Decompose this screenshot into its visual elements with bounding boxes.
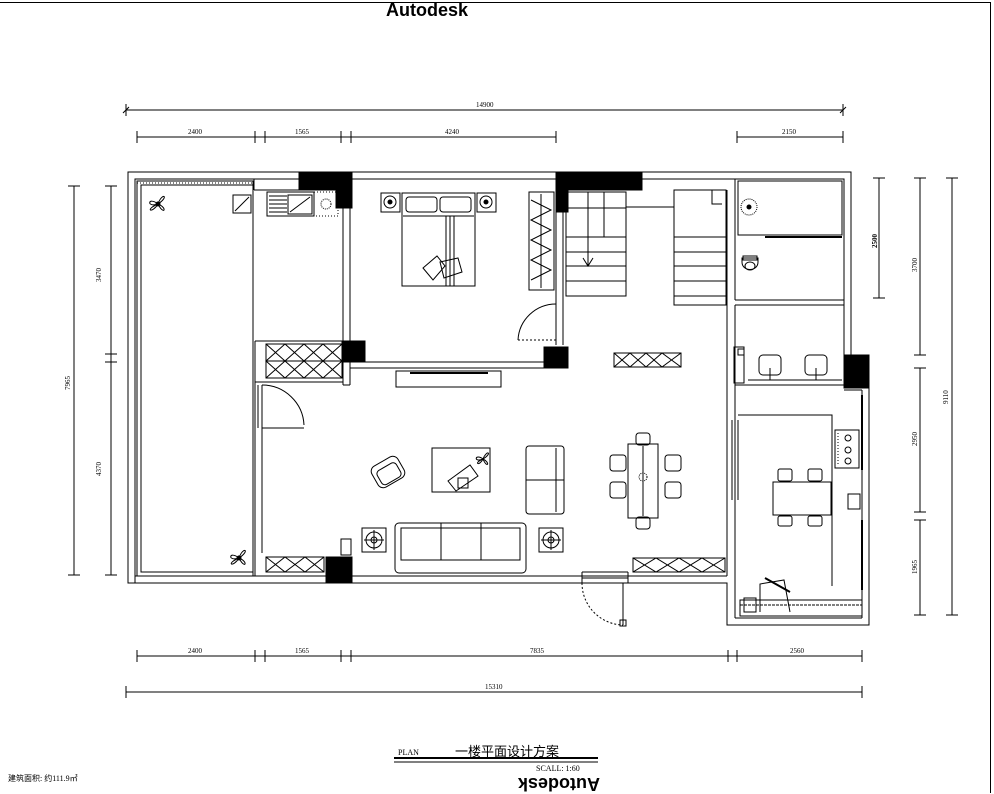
dim-top-seg-4: 2150	[782, 128, 797, 136]
watermark-top: Autodesk	[386, 0, 469, 20]
entry-door-left	[257, 384, 305, 429]
dim-bottom-seg-4: 2560	[790, 647, 805, 655]
dimension-labels: 14900 2400 1565 4240 2150 2400 1565 7835…	[64, 101, 950, 691]
interior-walls	[253, 179, 862, 576]
dim-right-mid: 3700	[911, 258, 919, 273]
dim-bottom-seg-1: 2400	[188, 647, 203, 655]
scale-label: SCALL: 1:60	[536, 764, 580, 773]
dim-right-inner-c: 1965	[911, 560, 919, 575]
staircase	[565, 189, 727, 306]
right-dimension-lines	[873, 177, 958, 616]
tv-cabinet	[395, 370, 502, 388]
dim-right-inner-a: 2500	[871, 234, 879, 249]
living-room-furniture	[340, 445, 565, 574]
sheet-border-top	[0, 2, 990, 3]
dining-set	[609, 432, 682, 530]
dim-top-seg-3: 4240	[445, 128, 460, 136]
watermark-bottom: Autodesk	[518, 774, 601, 794]
dim-top-seg-2: 1565	[295, 128, 310, 136]
sheet-border-right	[990, 2, 991, 793]
title-block-rules	[394, 757, 598, 763]
left-dimension-lines	[68, 185, 117, 576]
bathroom-fixtures	[737, 180, 843, 301]
kitchen-fixtures	[731, 395, 863, 617]
building-area-note: 建筑面积: 约111.9㎡	[8, 774, 78, 783]
bottom-dimension-lines	[125, 650, 863, 698]
storage-cabinets	[265, 343, 726, 573]
front-door	[581, 571, 629, 627]
sink-vanity	[733, 346, 842, 384]
dim-top-total: 14900	[476, 101, 494, 109]
balcony-plants	[149, 196, 246, 565]
top-dimension-lines	[122, 104, 847, 143]
dim-left-total: 7965	[64, 376, 72, 391]
laundry-fixtures	[232, 191, 339, 217]
dim-right-inner-b: 2950	[911, 432, 919, 447]
dim-left-seg-1: 3470	[95, 268, 103, 283]
bedroom-furniture	[380, 191, 557, 342]
dim-right-total: 9110	[942, 390, 950, 404]
terrace-railing	[136, 180, 254, 577]
dim-bottom-seg-2: 1565	[295, 647, 310, 655]
dim-top-seg-1: 2400	[188, 128, 203, 136]
dim-bottom-seg-3: 7835	[530, 647, 545, 655]
dim-bottom-total: 15310	[485, 683, 503, 691]
structural-columns	[298, 171, 870, 584]
plan-title: 一楼平面设计方案	[455, 744, 560, 759]
plan-label: PLAN	[398, 748, 419, 757]
dim-left-seg-2: 4370	[95, 462, 103, 477]
